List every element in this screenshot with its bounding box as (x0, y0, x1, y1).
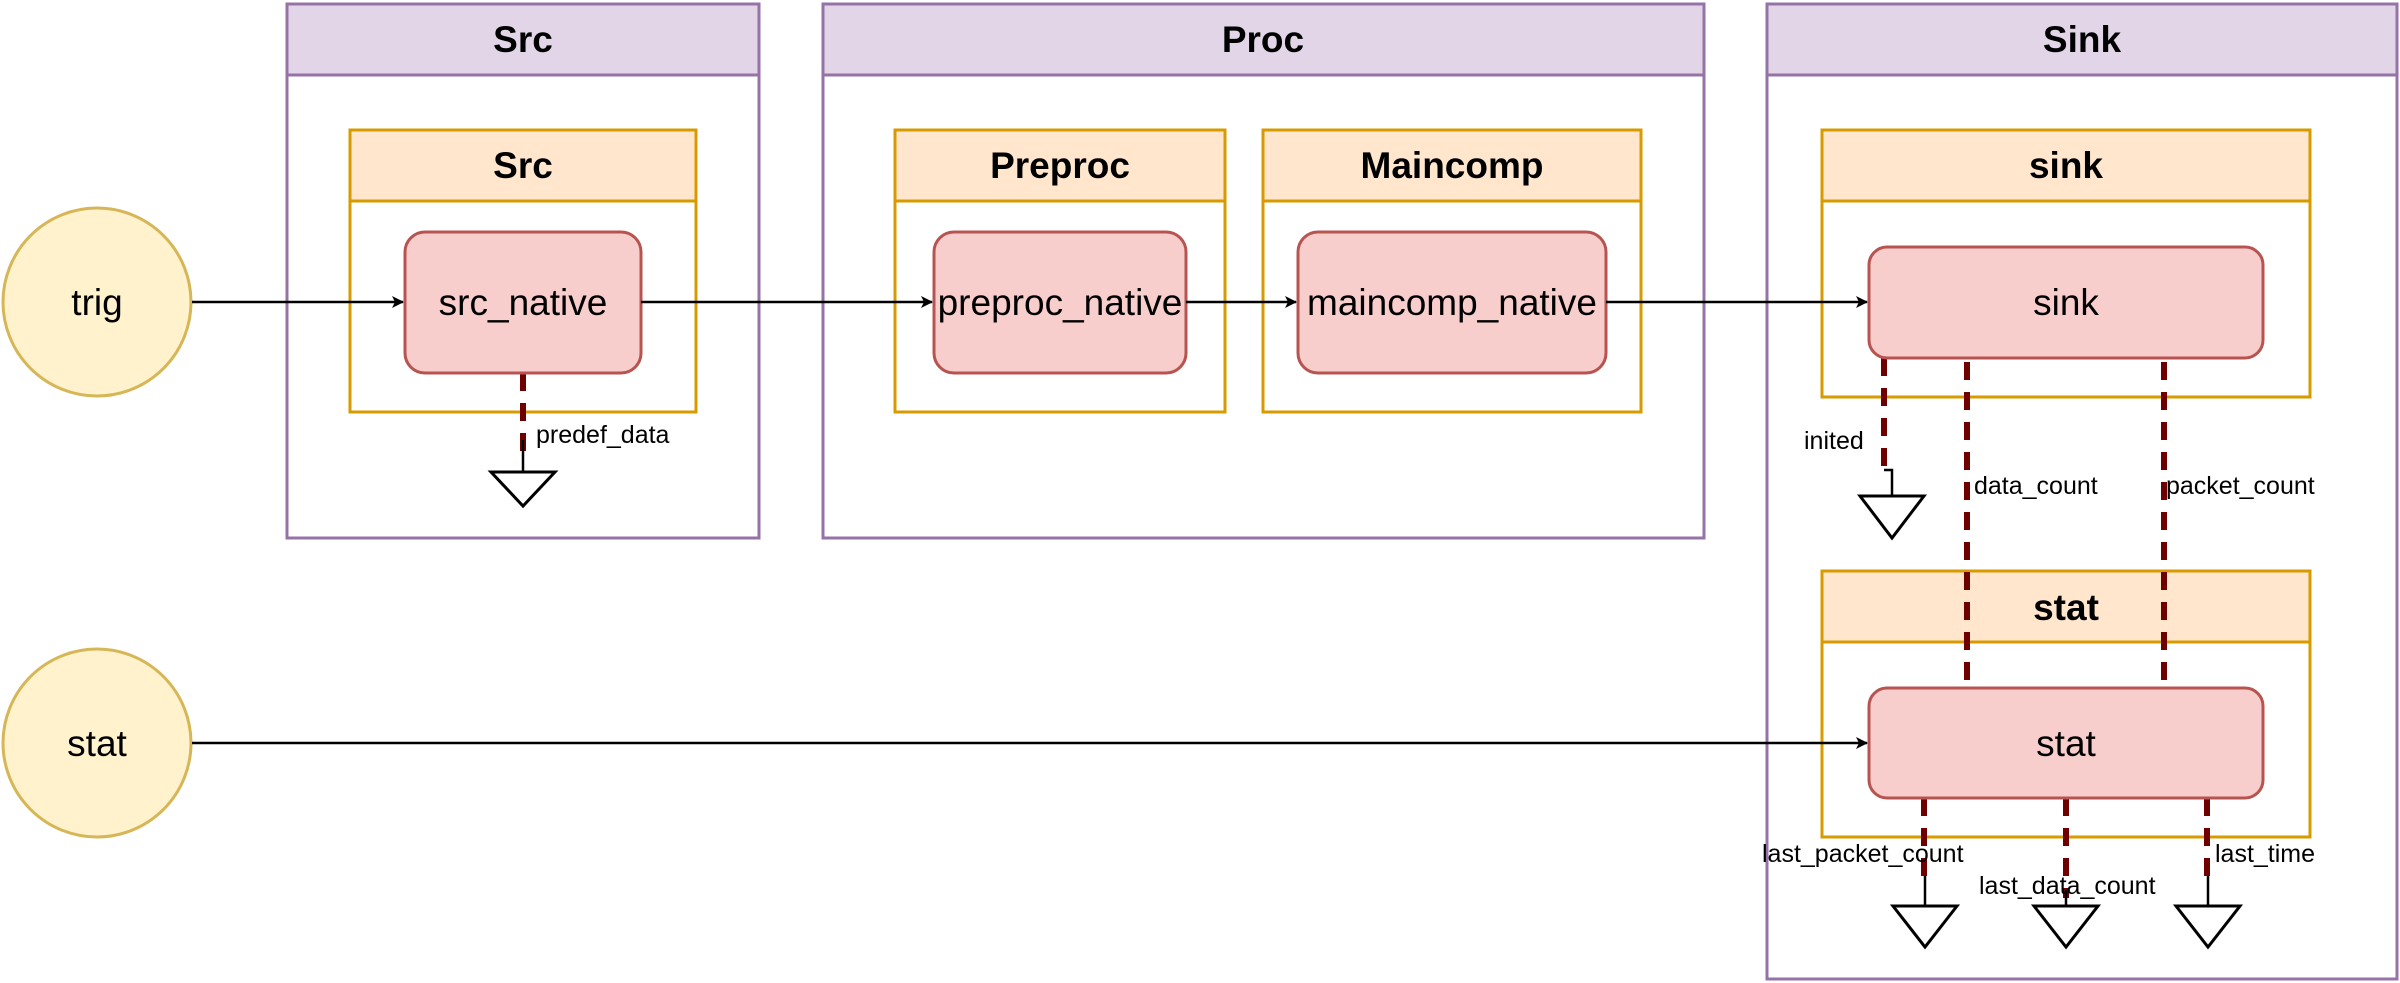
trigger-trig[interactable]: trig (1, 206, 193, 398)
port-data-count-label: data_count (1974, 472, 2098, 500)
trigger-stat-label: stat (67, 723, 127, 764)
port-predef-data-label: predef_data (536, 421, 670, 449)
port-last-time-label: last_time (2215, 840, 2315, 868)
trigger-trig-label: trig (71, 282, 122, 323)
port-last-packet-count[interactable]: last_packet_count (1762, 840, 1964, 950)
group-proc-title: Proc (1222, 19, 1304, 60)
group-src-title: Src (493, 19, 553, 60)
port-last-packet-count-label: last_packet_count (1762, 840, 1964, 868)
component-sink-title: sink (2029, 145, 2103, 186)
group-sink-title: Sink (2043, 19, 2122, 60)
data-links (520, 358, 2210, 898)
node-sink[interactable]: sink (1867, 245, 2265, 360)
port-last-data-count-label: last_data_count (1979, 872, 2156, 900)
node-maincomp-native-label: maincomp_native (1307, 282, 1597, 323)
node-preproc-native-label: preproc_native (938, 282, 1183, 323)
node-src-native[interactable]: src_native (403, 230, 643, 375)
port-last-time[interactable]: last_time (2172, 840, 2315, 950)
node-stat[interactable]: stat (1867, 686, 2265, 800)
node-sink-label: sink (2033, 282, 2099, 323)
port-packet-count-label: packet_count (2166, 472, 2315, 500)
component-src-title: Src (493, 145, 553, 186)
flow-edges (192, 296, 1868, 749)
port-last-data-count[interactable]: last_data_count (1979, 872, 2156, 950)
node-preproc-native[interactable]: preproc_native (932, 230, 1188, 375)
trigger-stat[interactable]: stat (1, 647, 193, 839)
port-inited[interactable]: inited (1804, 427, 1928, 541)
node-maincomp-native[interactable]: maincomp_native (1296, 230, 1608, 375)
port-predef-data[interactable]: predef_data (487, 421, 670, 509)
node-src-native-label: src_native (439, 282, 608, 323)
component-stat-title: stat (2033, 587, 2099, 628)
component-maincomp-title: Maincomp (1361, 145, 1544, 186)
node-stat-label: stat (2036, 723, 2096, 764)
component-preproc-title: Preproc (990, 145, 1130, 186)
port-inited-label: inited (1804, 427, 1864, 455)
